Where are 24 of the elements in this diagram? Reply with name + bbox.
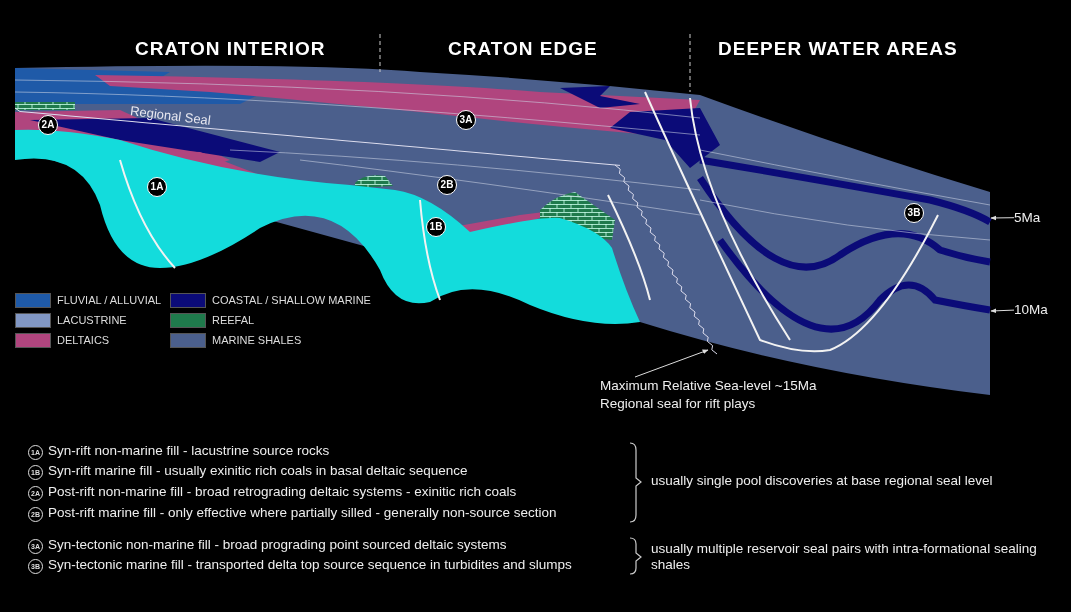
arrow (990, 308, 1015, 314)
legend-label: FLUVIAL / ALLUVIAL (57, 294, 162, 306)
note-text: usually multiple reservoir seal pairs with intra-formational sealing shales (651, 541, 1038, 573)
legend-label: COASTAL / SHALLOW MARINE (212, 294, 371, 306)
arrow (990, 215, 1015, 221)
age-label: 5Ma (1014, 210, 1041, 225)
annotation-text: Maximum Relative Sea-level ~15Ma Regional seal for rift plays (600, 377, 835, 413)
key-text: Syn-rift marine fill - usually exinitic rich coals in basal deltaic sequence (48, 463, 468, 478)
key-text: Post-rift marine fill - only effective where partially silled - generally non-source section (48, 505, 557, 520)
legend-label: LACUSTRINE (57, 314, 127, 326)
legend-label: MARINE SHALES (212, 334, 302, 346)
age-label: 10Ma (1014, 302, 1048, 317)
section-heading: CRATON EDGE (448, 38, 598, 60)
legend-label: REEFAL (212, 314, 255, 326)
leader-line (634, 349, 709, 378)
section-heading: CRATON INTERIOR (135, 38, 326, 60)
note-text: usually single pool discoveries at base regional seal level (651, 473, 993, 488)
key-text: Syn-rift non-marine fill - lacustrine source rocks (48, 443, 330, 458)
section-heading: DEEPER WATER AREAS (718, 38, 958, 60)
formation-label: Regional Seal (129, 103, 212, 128)
key-text: Syn-tectonic non-marine fill - broad prograding point sourced deltaic systems (48, 537, 507, 552)
key-text: Post-rift non-marine fill - broad retrograding deltaic systems - exinitic rich coals (48, 484, 517, 499)
key-text: Syn-tectonic marine fill - transported delta top source sequence in turbidites and slumps (48, 557, 572, 572)
legend-label: DELTAICS (57, 334, 110, 346)
